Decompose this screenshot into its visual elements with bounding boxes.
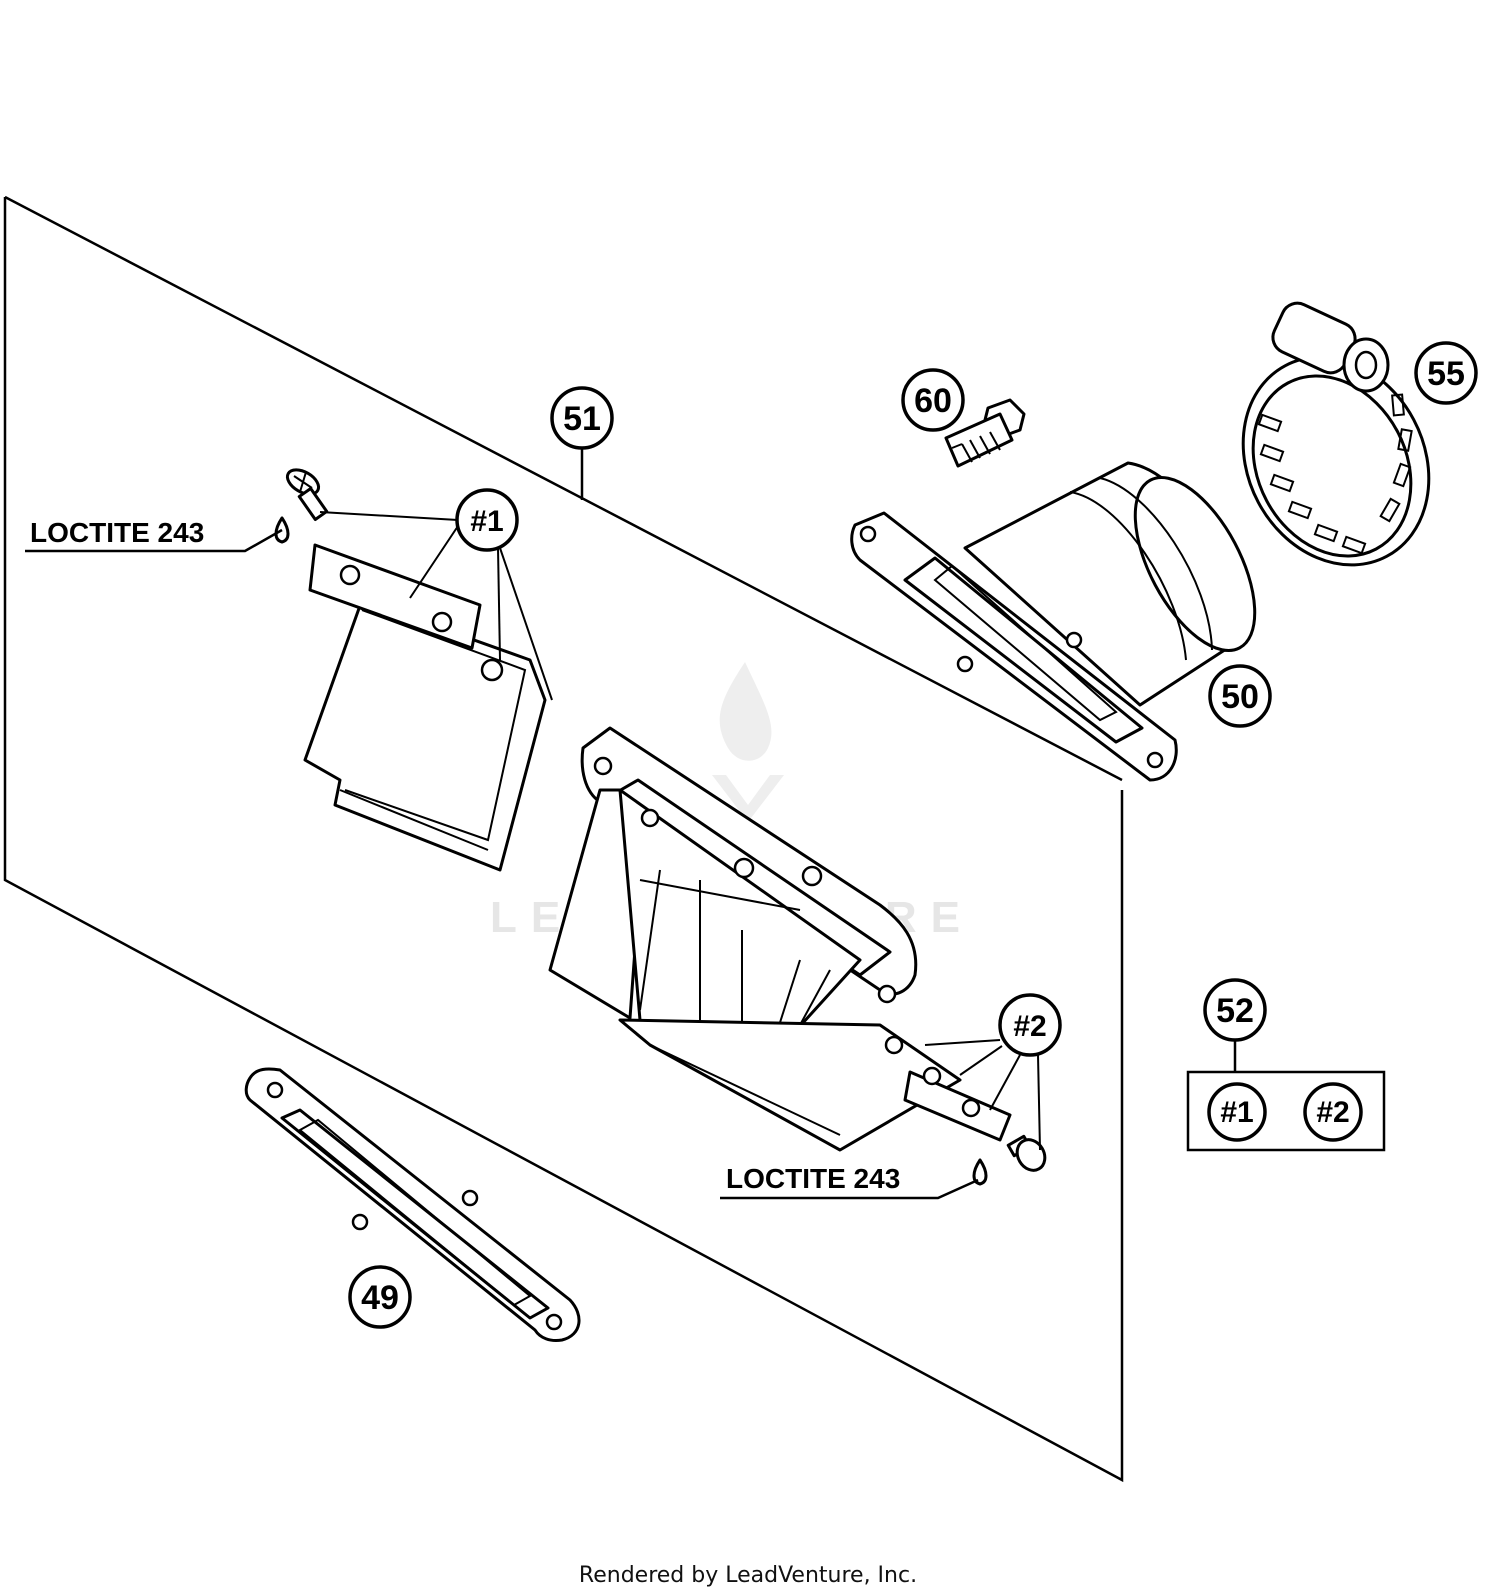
callout-51-label: 51 [563,400,601,438]
callout-49-label: 49 [361,1279,399,1317]
reed-block-body [548,726,1012,1152]
kit-52-box [1186,1070,1386,1152]
watermark-flame-icon [719,662,772,761]
leaders-ref1 [319,511,553,701]
callout-ref2[interactable]: #2 [998,993,1062,1057]
kit-callout-ref1[interactable]: #1 [1207,1082,1267,1142]
callout-55[interactable]: 55 [1414,341,1478,405]
callout-55-label: 55 [1427,355,1465,393]
loctite-drop-bottom-icon [972,1158,988,1186]
assembly-plane-top-edge [4,195,1123,782]
callout-50-label: 50 [1221,678,1259,716]
callout-ref1-label: #1 [470,505,503,538]
loctite-top-label: LOCTITE 243 [30,517,204,548]
kit-callout-ref1-label: #1 [1220,1096,1253,1129]
callout-60-label: 60 [914,382,952,420]
bolt-60 [944,398,1026,468]
watermark-v-mark [712,775,784,822]
callout-49[interactable]: 49 [348,1265,412,1329]
callout-52-label: 52 [1216,992,1254,1030]
reed-petal-set-1 [303,543,547,872]
screw-top [285,468,329,521]
callout-60[interactable]: 60 [901,368,965,432]
leader-loctite-top [25,528,283,553]
screw-bottom [1006,1134,1047,1172]
callout-51[interactable]: 51 [550,386,614,450]
kit-callout-ref2[interactable]: #2 [1303,1082,1363,1142]
callout-52[interactable]: 52 [1203,978,1267,1042]
gasket-49 [244,1067,581,1342]
callout-ref1[interactable]: #1 [455,488,519,552]
assembly-plane-outline [3,197,1124,1483]
callout-ref2-label: #2 [1013,1010,1046,1043]
callout-50[interactable]: 50 [1208,664,1272,728]
footer-credit: Rendered by LeadVenture, Inc. [579,1563,917,1588]
intake-boot-50 [850,461,1257,782]
loctite-bottom-label: LOCTITE 243 [726,1163,900,1194]
leaders-ref2 [924,1039,1041,1151]
hose-clamp-55 [1241,301,1431,567]
leader-loctite-bottom [720,1178,979,1200]
kit-callout-ref2-label: #2 [1316,1096,1349,1129]
